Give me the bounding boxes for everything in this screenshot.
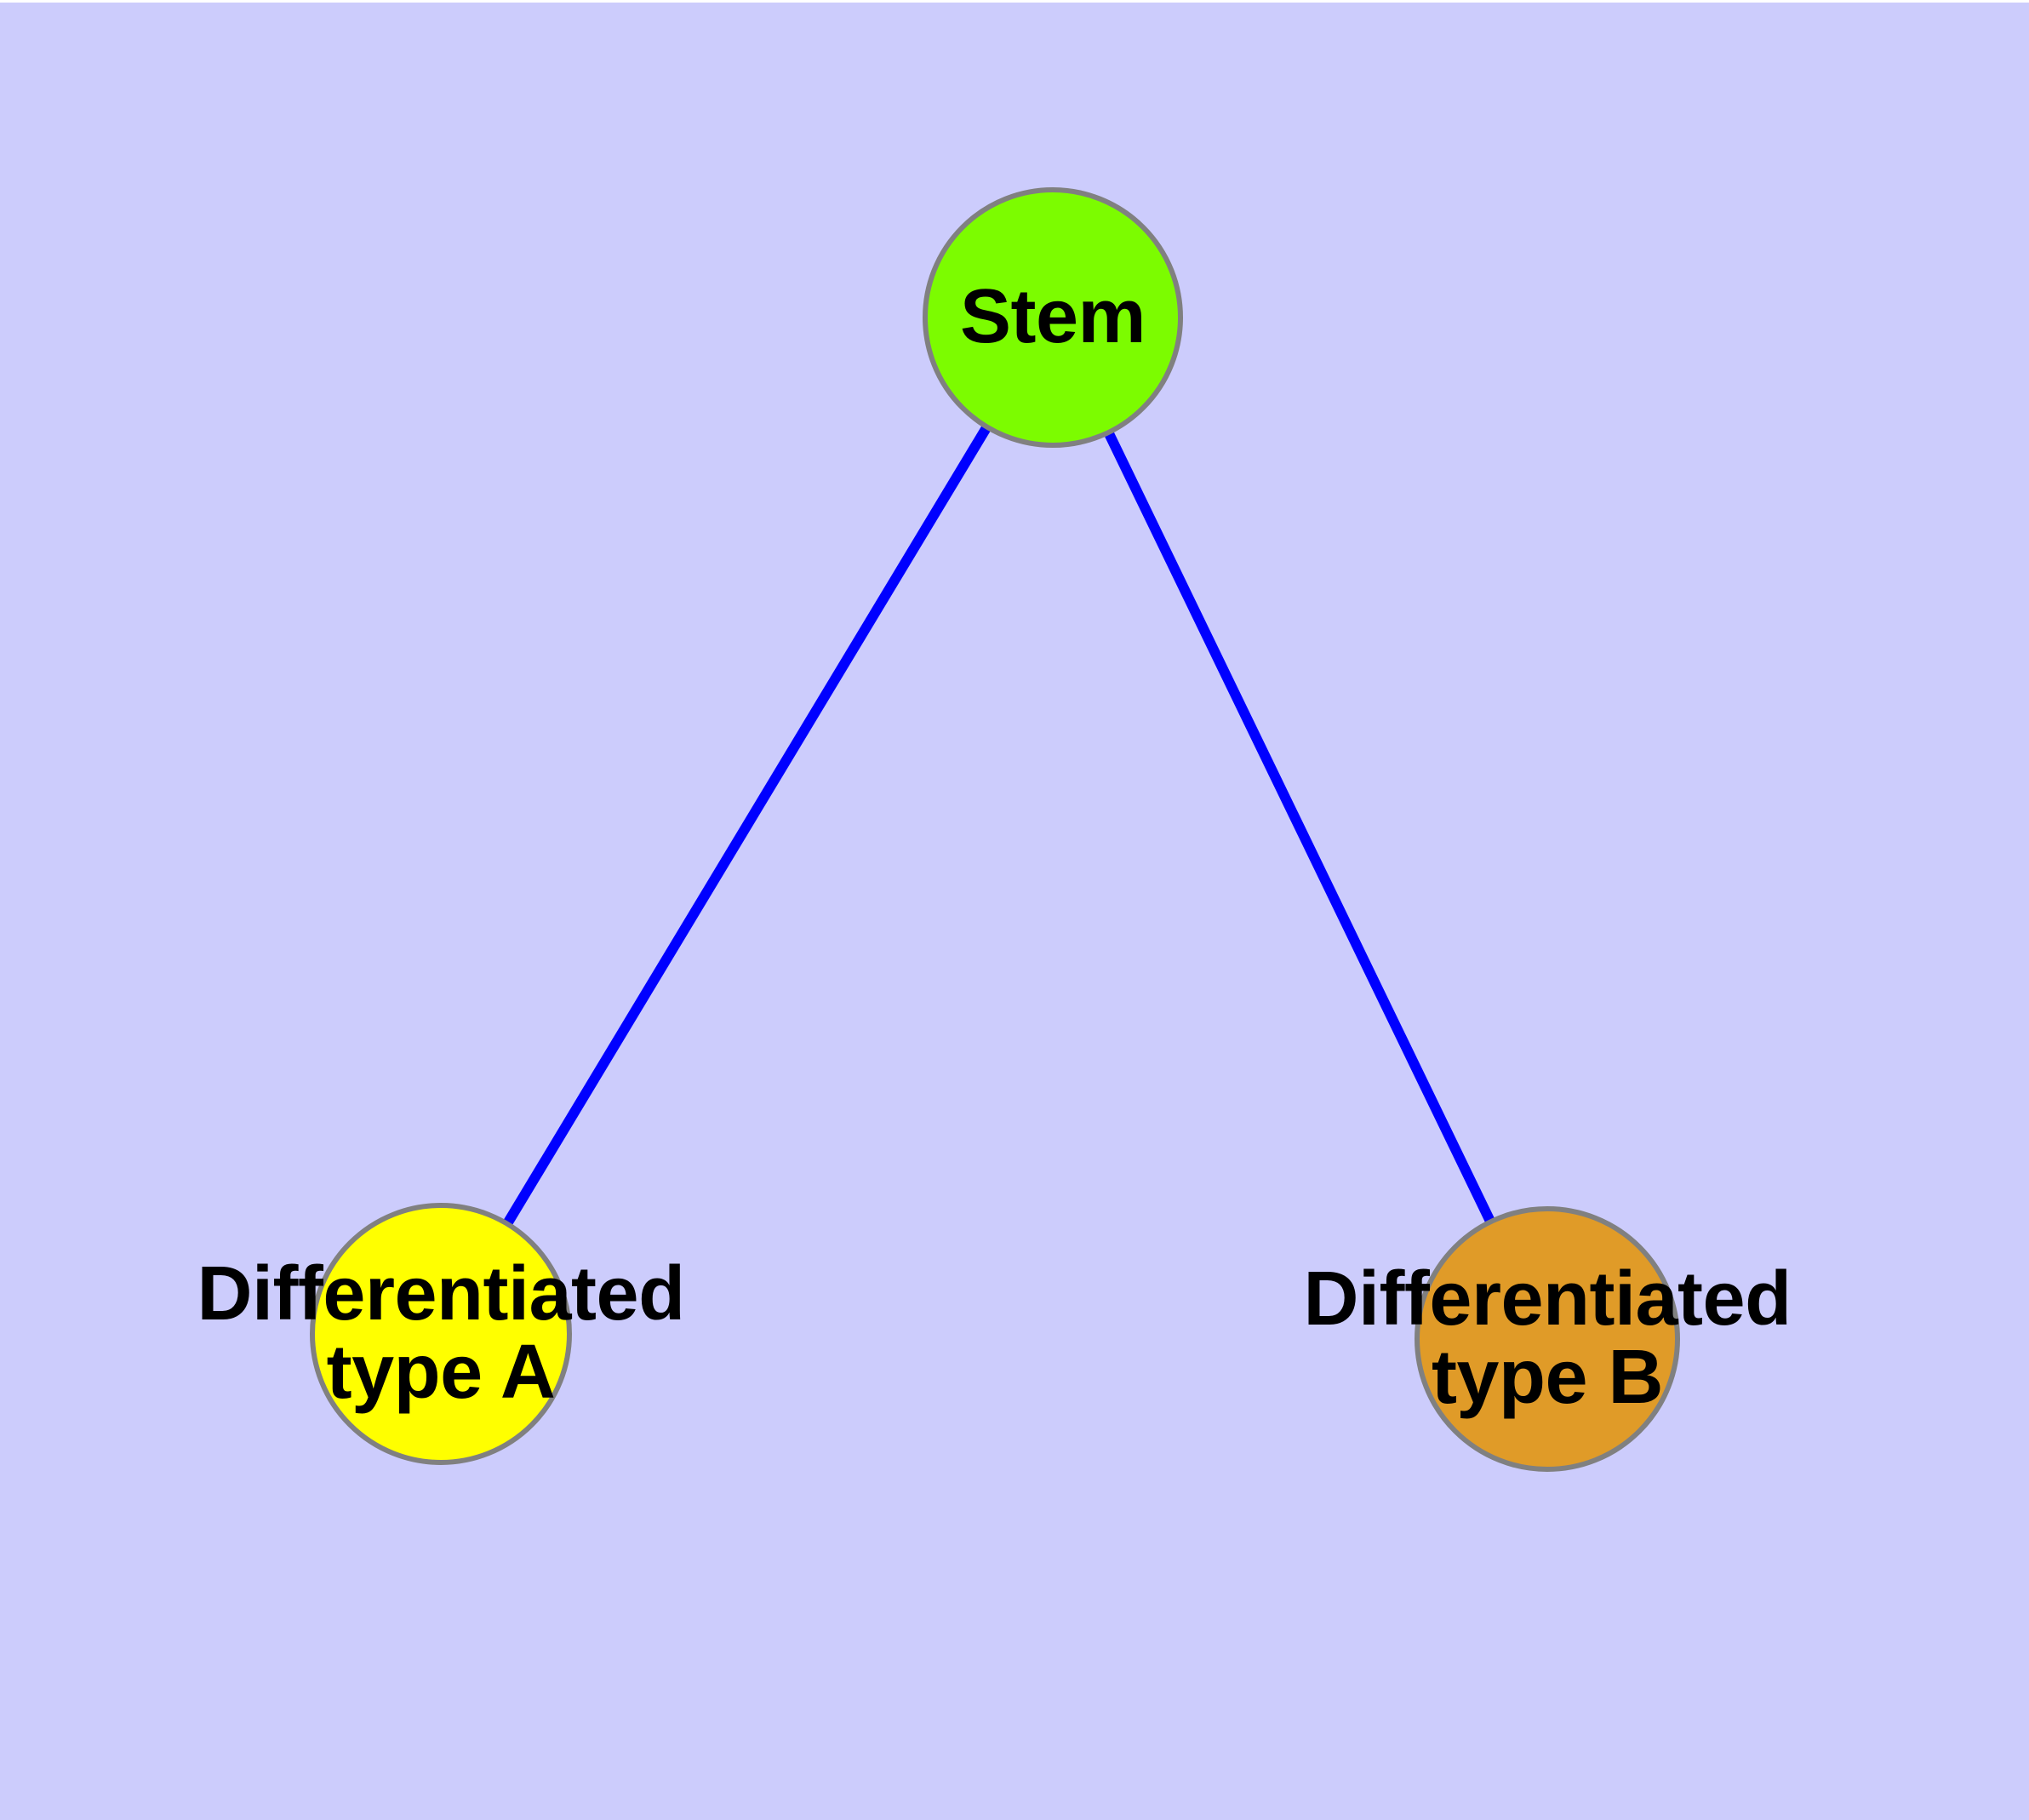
edges-layer bbox=[436, 314, 1552, 1342]
edge-stem-diff-b[interactable] bbox=[1048, 315, 1552, 1342]
node-differentiated-type-b[interactable] bbox=[1415, 1206, 1680, 1472]
nodes-layer bbox=[310, 187, 1680, 1472]
node-differentiated-type-a[interactable] bbox=[310, 1203, 572, 1465]
node-stem[interactable] bbox=[923, 187, 1183, 448]
edge-stem-diff-a[interactable] bbox=[436, 314, 1058, 1337]
